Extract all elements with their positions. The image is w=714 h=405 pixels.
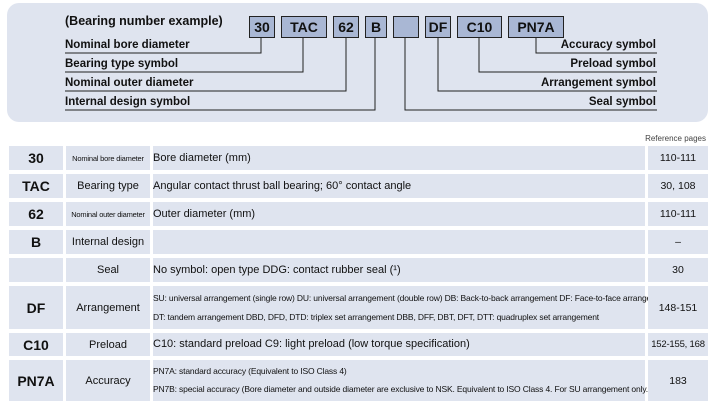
row-description: Angular contact thrust ball bearing; 60°… — [153, 174, 645, 198]
description-line: No symbol: open type DDG: contact rubber… — [153, 264, 401, 276]
row-description: C10: standard preload C9: light preload … — [153, 333, 645, 356]
description-line: DT: tandem arrangement DBD, DFD, DTD: tr… — [153, 312, 599, 322]
row-name: Preload — [66, 333, 150, 356]
label-nominal-bore: Nominal bore diameter — [65, 39, 190, 51]
example-title: (Bearing number example) — [65, 14, 223, 28]
row-description: Outer diameter (mm) — [153, 202, 645, 226]
part-box-bore: 30 — [249, 16, 275, 38]
part-box-accuracy: PN7A — [508, 16, 564, 38]
row-code: C10 — [9, 333, 63, 356]
row-code: PN7A — [9, 360, 63, 401]
row-name: Bearing type — [66, 174, 150, 198]
label-preload: Preload symbol — [570, 58, 656, 70]
description-line: PN7A: standard accuracy (Equivalent to I… — [153, 366, 347, 376]
table-row: TAC Bearing type Angular contact thrust … — [9, 174, 708, 198]
row-name: Seal — [66, 258, 150, 282]
row-description: Bore diameter (mm) — [153, 146, 645, 170]
row-description — [153, 230, 645, 254]
row-code: DF — [9, 286, 63, 329]
description-line: SU: universal arrangement (single row) D… — [153, 293, 670, 303]
row-reference: 183 — [648, 360, 708, 401]
row-description: PN7A: standard accuracy (Equivalent to I… — [153, 360, 651, 401]
row-reference: – — [648, 230, 708, 254]
row-name: Nominal bore diameter — [66, 146, 150, 170]
label-arrangement: Arrangement symbol — [540, 77, 656, 89]
row-reference: 30, 108 — [648, 174, 708, 198]
row-reference: 110-111 — [648, 146, 708, 170]
row-reference: 148-151 — [648, 286, 708, 329]
description-line: Bore diameter (mm) — [153, 152, 251, 164]
row-code: B — [9, 230, 63, 254]
row-name: Arrangement — [66, 286, 150, 329]
label-nominal-outer: Nominal outer diameter — [65, 77, 194, 89]
row-name: Internal design — [66, 230, 150, 254]
row-reference: 30 — [648, 258, 708, 282]
row-name: Accuracy — [66, 360, 150, 401]
table-row: 30 Nominal bore diameter Bore diameter (… — [9, 146, 708, 170]
description-line: Outer diameter (mm) — [153, 208, 256, 220]
description-line: C10: standard preload C9: light preload … — [153, 338, 470, 350]
part-box-type: TAC — [281, 16, 327, 38]
part-box-seal — [393, 16, 419, 38]
label-accuracy: Accuracy symbol — [560, 39, 656, 51]
row-code: 62 — [9, 202, 63, 226]
part-box-arrangement: DF — [425, 16, 451, 38]
label-bearing-type: Bearing type symbol — [65, 58, 179, 70]
part-box-design: B — [365, 16, 387, 38]
table-row: DF Arrangement SU: universal arrangement… — [9, 286, 708, 329]
bearing-number-diagram: (Bearing number example) 30 TAC 62 B DF … — [7, 3, 708, 122]
description-line: Angular contact thrust ball bearing; 60°… — [153, 180, 412, 192]
label-internal-design: Internal design symbol — [65, 96, 191, 108]
table-row: B Internal design – — [9, 230, 708, 254]
part-box-preload: C10 — [457, 16, 502, 38]
row-reference: 152-155, 168 — [648, 333, 708, 356]
row-reference: 110-111 — [648, 202, 708, 226]
row-code: TAC — [9, 174, 63, 198]
part-box-outer: 62 — [333, 16, 359, 38]
row-description: SU: universal arrangement (single row) D… — [153, 286, 670, 329]
label-seal: Seal symbol — [588, 96, 656, 108]
row-code — [9, 258, 63, 282]
table-row: C10 Preload C10: standard preload C9: li… — [9, 333, 708, 356]
description-line: PN7B: special accuracy (Bore diameter an… — [153, 384, 651, 394]
row-name: Nominal outer diameter — [66, 202, 150, 226]
table-row: 62 Nominal outer diameter Outer diameter… — [9, 202, 708, 226]
table-row: Seal No symbol: open type DDG: contact r… — [9, 258, 708, 282]
row-description: No symbol: open type DDG: contact rubber… — [153, 258, 645, 282]
reference-pages-header: Reference pages — [645, 134, 706, 143]
table-row: PN7A Accuracy PN7A: standard accuracy (E… — [9, 360, 708, 401]
connector-lines — [65, 38, 657, 111]
row-code: 30 — [9, 146, 63, 170]
